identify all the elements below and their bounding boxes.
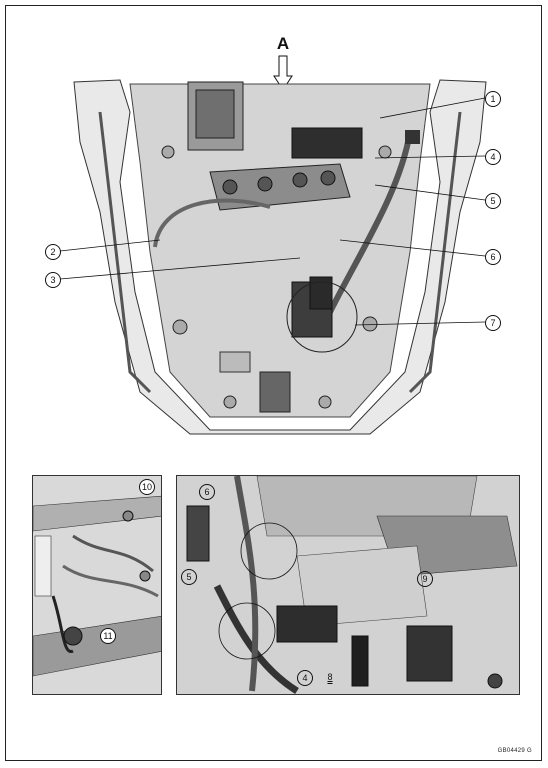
main-illustration xyxy=(73,79,487,435)
callout-10: 10 xyxy=(139,479,155,495)
inset-left-illustration xyxy=(33,476,161,694)
figure-code: GB04429 G xyxy=(497,748,532,754)
callout-6-inset: 6 xyxy=(199,484,215,500)
callout-4: 4 xyxy=(485,149,501,165)
label-8-inset: 8 xyxy=(327,672,333,682)
view-label: A xyxy=(276,34,290,53)
callout-5-inset: 5 xyxy=(181,569,197,585)
callout-2: 2 xyxy=(45,244,61,260)
callout-6: 6 xyxy=(485,249,501,265)
callout-9-inset: 9 xyxy=(417,571,433,587)
view-direction-arrow-icon xyxy=(273,55,293,91)
page-frame xyxy=(5,5,542,761)
callout-7: 7 xyxy=(485,315,501,331)
callout-5: 5 xyxy=(485,193,501,209)
inset-detail-left xyxy=(32,475,162,695)
callout-11: 11 xyxy=(100,628,116,644)
callout-3: 3 xyxy=(45,272,61,288)
callout-4-inset: 4 xyxy=(297,670,313,686)
callout-1: 1 xyxy=(485,91,501,107)
inset-detail-right xyxy=(176,475,520,695)
inset-right-illustration xyxy=(177,476,519,694)
